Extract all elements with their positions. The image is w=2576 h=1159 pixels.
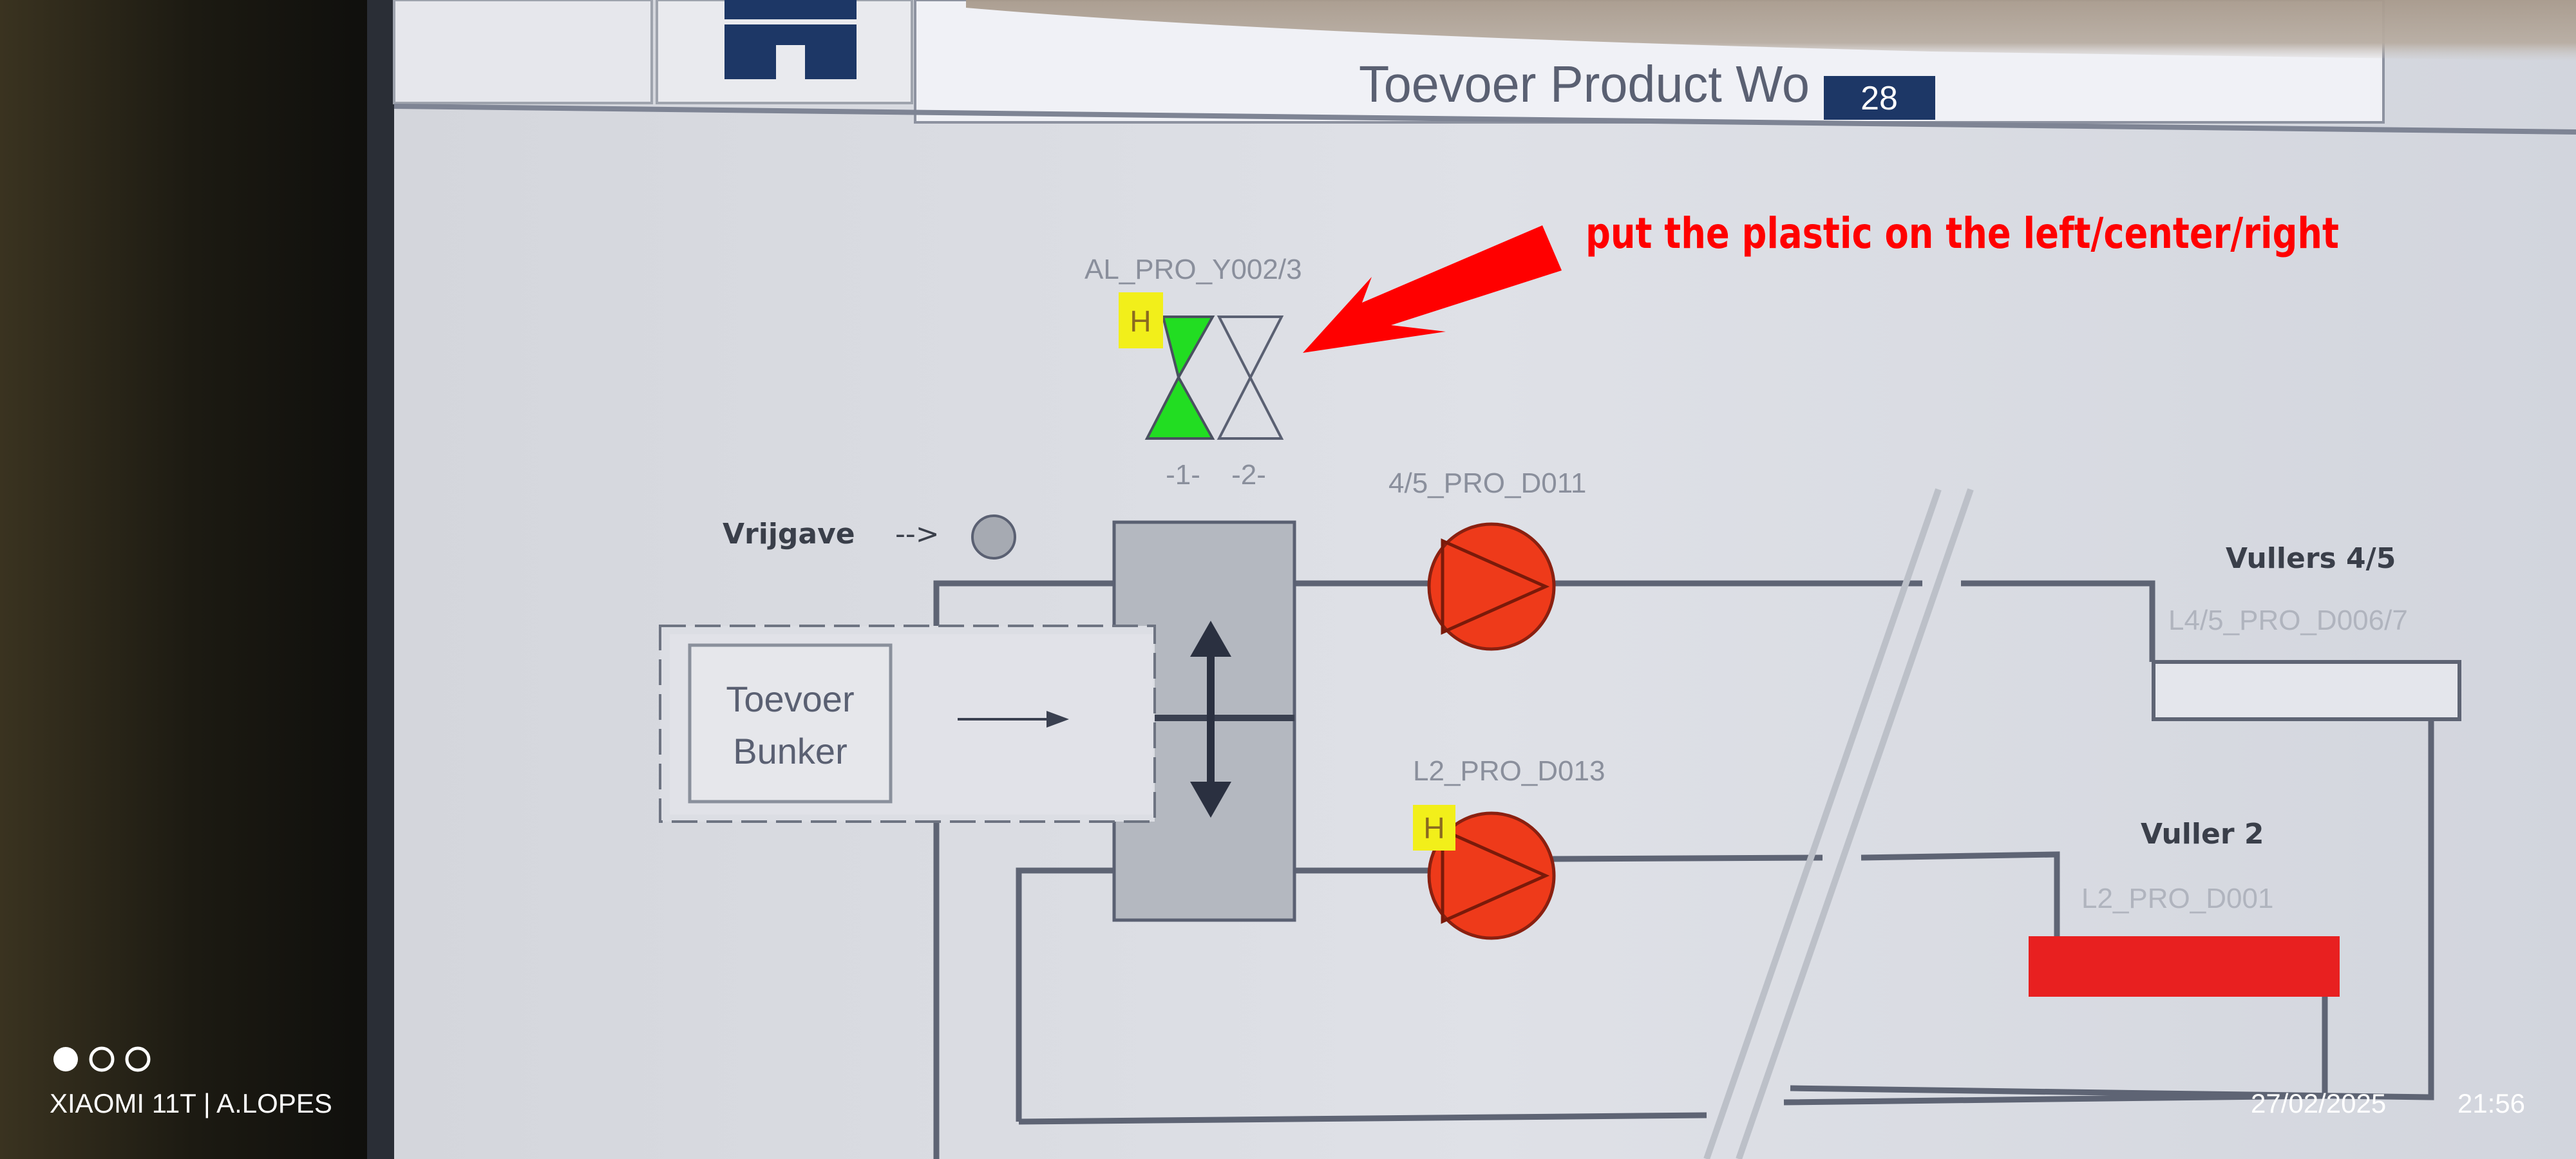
flow-arrow-icon (958, 711, 1069, 728)
up-down-arrow-icon (1190, 621, 1231, 818)
filler-45-status[interactable] (2152, 660, 2461, 721)
camera-obstruction (966, 0, 2576, 61)
release-label: Vrijgave (723, 518, 855, 551)
pump-2[interactable] (1427, 811, 1556, 940)
valve-hand-label: H (1130, 305, 1151, 338)
bunker-label-1: Toevoer (726, 679, 854, 719)
pump-2-hand-label: H (1423, 811, 1444, 845)
home-icon (724, 0, 857, 80)
valve-2[interactable] (1217, 316, 1284, 440)
annotation-arrow (1303, 225, 1562, 353)
screen-number: 28 (1861, 80, 1898, 117)
watermark-time: 21:56 (2458, 1088, 2525, 1118)
filler-2-tag: L2_PRO_D001 (2081, 883, 2273, 914)
pump-1[interactable] (1427, 522, 1556, 651)
watermark-device: XIAOMI 11T | A.LOPES (50, 1088, 332, 1118)
filler-2-title: Vuller 2 (2141, 818, 2264, 851)
valve-position-1: -1- (1166, 459, 1200, 491)
annotation-text: put the plastic on the left/center/right (1586, 209, 2339, 258)
valve-hand-badge (1119, 292, 1163, 348)
watermark-date: 27/02/2025 (2251, 1088, 2386, 1118)
pump-icon (1441, 538, 1550, 635)
screen-edge (367, 0, 394, 1159)
bunker-label-2: Bunker (733, 731, 847, 771)
monitor-bezel (0, 0, 386, 1159)
pump-icon (1441, 827, 1550, 924)
home-button[interactable] (656, 0, 913, 104)
pump-1-tag: 4/5_PRO_D011 (1388, 467, 1586, 499)
filler-45-tag: L4/5_PRO_D006/7 (2168, 605, 2408, 636)
pipe-break-marks (1703, 488, 1974, 1159)
header-left-panel (393, 0, 653, 104)
camera-watermark: XIAOMI 11T | A.LOPES 27/02/2025 21:56 (50, 1046, 2525, 1118)
pipes (933, 580, 2434, 1159)
filler-2-status[interactable] (2029, 936, 2340, 997)
screen-number-badge (1824, 76, 1935, 120)
pump-2-hand-badge (1413, 805, 1455, 851)
valve-position-2: -2- (1231, 459, 1266, 491)
valve-1[interactable] (1144, 316, 1215, 440)
release-arrow: --> (895, 518, 940, 551)
valve-tag: AL_PRO_Y002/3 (1084, 254, 1302, 285)
toevoer-bunker-button[interactable]: Toevoer Bunker (688, 643, 893, 804)
screen-title: Toevoer Product Wo (1359, 55, 1810, 113)
pump-2-tag: L2_PRO_D013 (1413, 755, 1605, 787)
filler-45-title: Vullers 4/5 (2226, 542, 2396, 575)
release-indicator (971, 514, 1016, 560)
